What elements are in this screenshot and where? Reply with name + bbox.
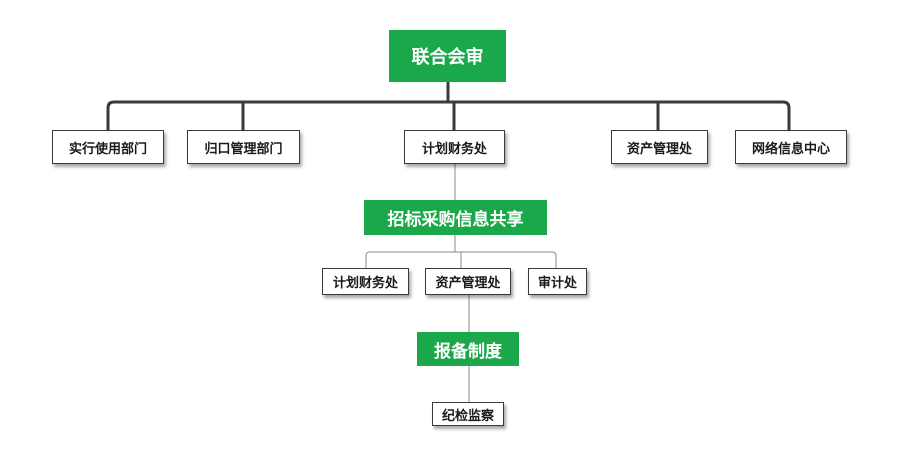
dept-node-central-mgmt: 归口管理部门 bbox=[187, 130, 300, 164]
procurement-share-node: 招标采购信息共享 bbox=[364, 200, 547, 235]
share-child-asset-mgmt: 资产管理处 bbox=[425, 268, 511, 295]
dept-node-asset-mgmt: 资产管理处 bbox=[611, 130, 708, 164]
share-child-finance: 计划财务处 bbox=[322, 268, 409, 295]
discipline-inspection-node: 纪检监察 bbox=[432, 402, 504, 426]
dept-node-user-dept: 实行使用部门 bbox=[52, 130, 164, 164]
dept-node-network-center: 网络信息中心 bbox=[735, 130, 847, 164]
dept-node-finance: 计划财务处 bbox=[404, 130, 505, 164]
filing-system-node: 报备制度 bbox=[417, 332, 519, 366]
share-child-audit: 审计处 bbox=[528, 268, 587, 295]
joint-review-node: 联合会审 bbox=[389, 30, 506, 82]
